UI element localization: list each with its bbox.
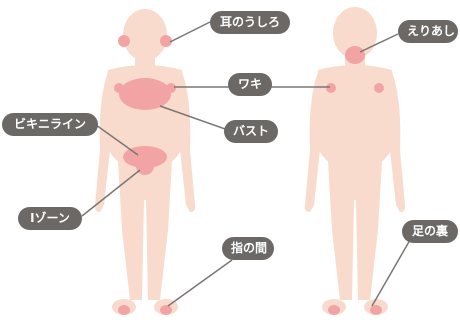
- zone-sole-right: [370, 305, 382, 315]
- leader-sole: [371, 239, 411, 307]
- back-zones: [326, 46, 384, 315]
- zone-toes-left: [118, 305, 130, 315]
- zone-armpit-back-right: [374, 83, 384, 93]
- leader-ear: [169, 21, 211, 43]
- front-zones: [114, 35, 176, 315]
- label-ear-back: 耳のうしろ: [210, 11, 290, 34]
- zone-ear-right: [160, 35, 172, 47]
- label-armpit: ワキ: [228, 73, 272, 96]
- label-sole: 足の裏: [402, 220, 458, 243]
- leader-bikini: [95, 124, 139, 156]
- leader-nape: [359, 33, 399, 53]
- label-bust: バスト: [224, 120, 278, 143]
- zone-armpit-back-left: [326, 83, 336, 93]
- zone-armpit-left: [114, 83, 124, 93]
- label-between-toes: 指の間: [222, 237, 274, 260]
- leader-i: [81, 169, 141, 217]
- label-i-zone: Iゾーン: [18, 207, 82, 230]
- zone-armpit-right: [166, 83, 176, 93]
- zone-ear-left: [118, 35, 130, 47]
- zone-bust: [119, 78, 171, 110]
- label-nape: えりあし: [398, 20, 458, 43]
- leader-toes: [167, 259, 233, 307]
- label-bikini-line: ビキニライン: [2, 113, 98, 136]
- zone-nape: [345, 46, 365, 64]
- zone-i: [136, 157, 154, 175]
- zone-toes-right: [160, 305, 172, 315]
- leader-bust: [159, 105, 229, 131]
- zone-sole-left: [328, 305, 340, 315]
